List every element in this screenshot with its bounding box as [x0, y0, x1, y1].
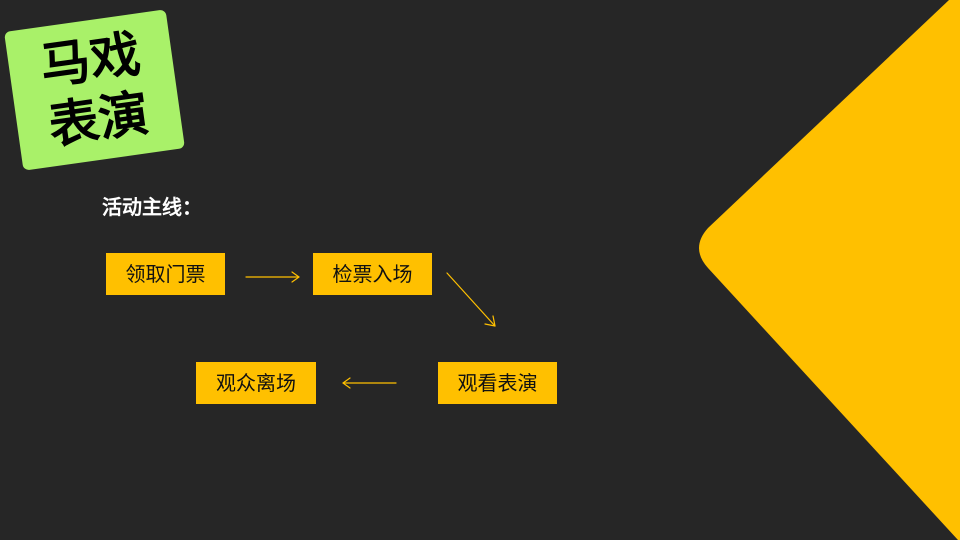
flow-step-watch-show: 观看表演 — [438, 362, 557, 404]
subtitle: 活动主线： — [102, 195, 202, 219]
title-line-2: 表演 — [45, 84, 153, 156]
flow-step-get-ticket: 领取门票 — [106, 253, 225, 295]
flow-step-leave: 观众离场 — [196, 362, 316, 404]
flow-step-check-in: 检票入场 — [313, 253, 432, 295]
title-card: 马戏 表演 — [4, 9, 185, 171]
